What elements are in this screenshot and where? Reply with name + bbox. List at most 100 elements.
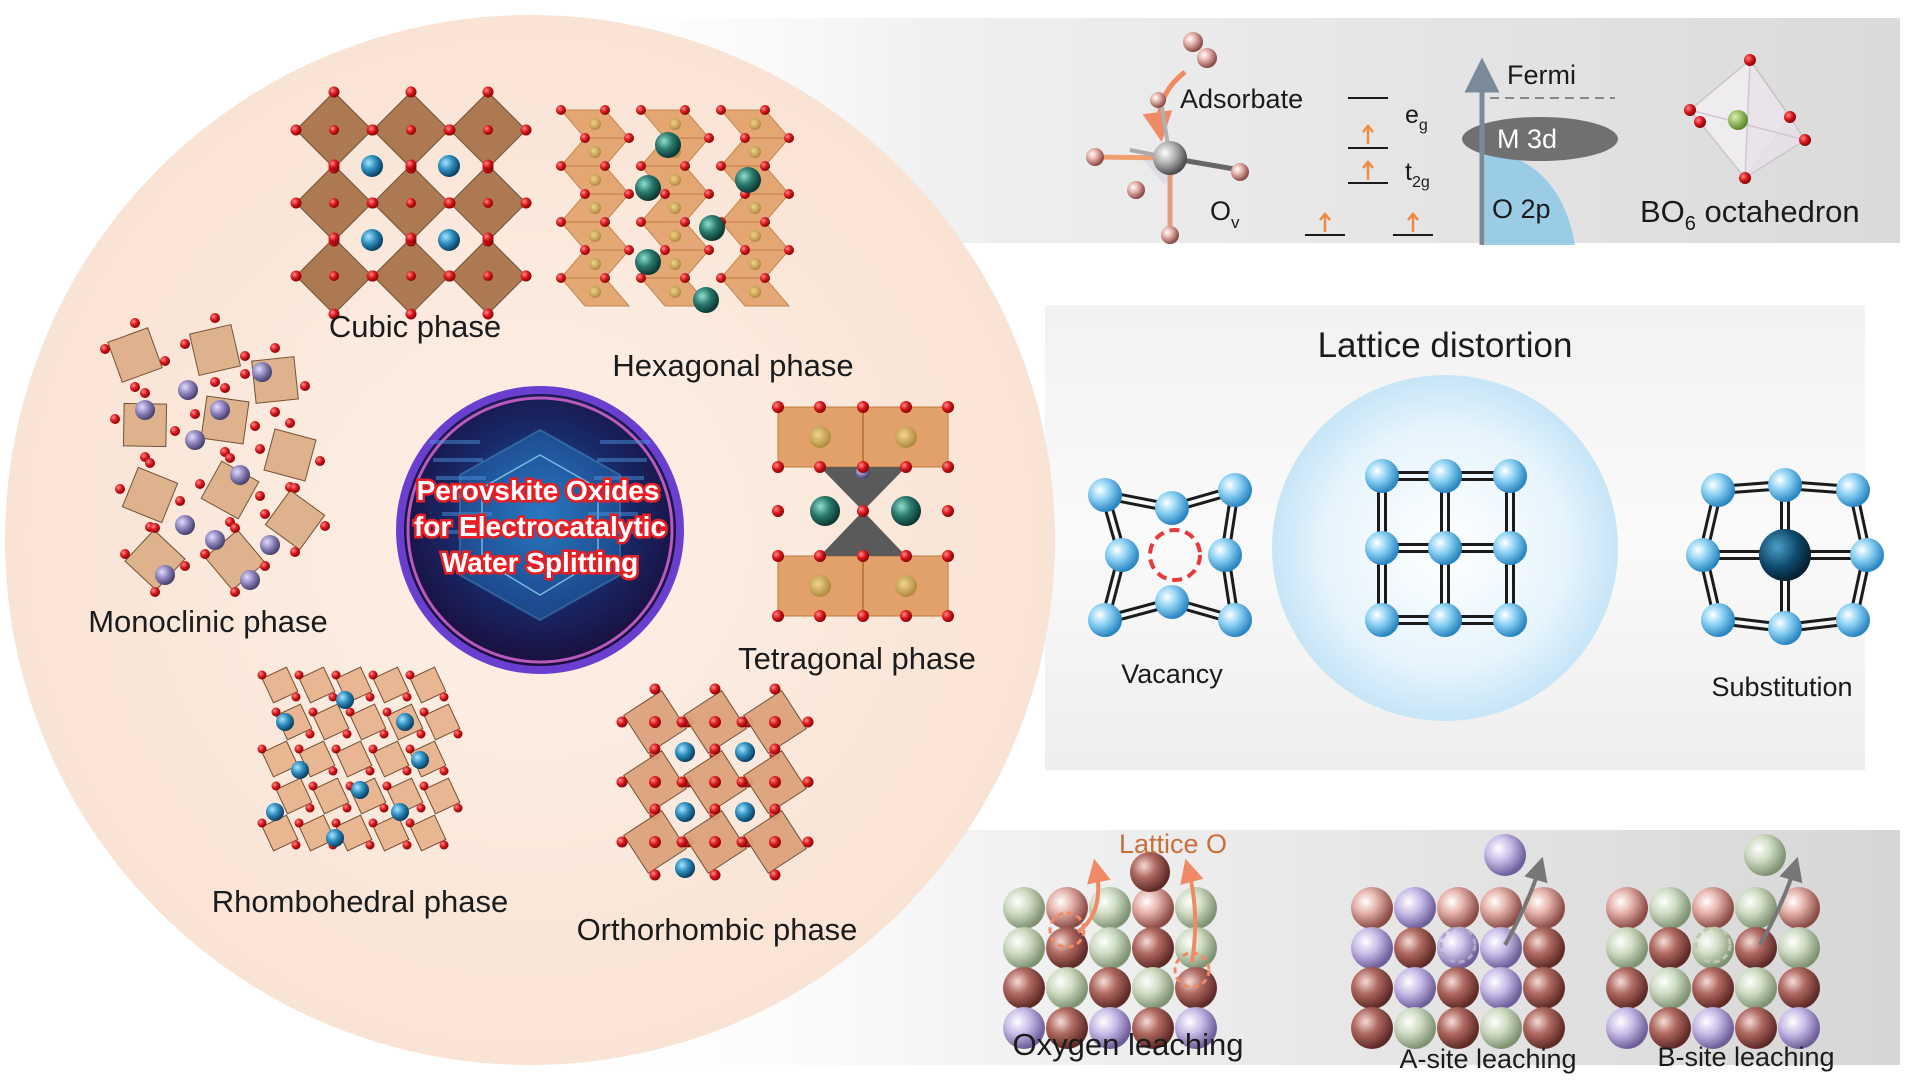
slab-atom	[1692, 1007, 1734, 1049]
slab-atom	[1778, 1007, 1820, 1049]
hexagonal-oxygen-atom	[600, 217, 610, 227]
monoclinic-a-site-atom	[155, 565, 175, 585]
hexagonal-oxygen-atom	[680, 217, 690, 227]
monoclinic-oxygen-atom	[250, 421, 260, 431]
tetragonal-b-site-atom	[809, 426, 831, 448]
monoclinic-oxygen-atom	[290, 483, 300, 493]
monoclinic-oxygen-atom	[130, 318, 140, 328]
lattice-atom	[1768, 611, 1802, 645]
lattice-atom	[1365, 603, 1399, 637]
b-site-vacancy	[1694, 926, 1732, 964]
oxygen-atom	[1150, 92, 1166, 108]
rhombohedral-oxygen-atom	[331, 670, 341, 680]
hexagonal-b-site-atom	[669, 258, 681, 270]
rhombohedral-a-site-atom	[351, 781, 369, 799]
rhombohedral-oxygen-atom	[405, 818, 415, 828]
hexagonal-oxygen-atom	[704, 245, 714, 255]
slab-atom	[1003, 887, 1045, 929]
monoclinic-octahedron	[121, 466, 179, 524]
monoclinic-oxygen-atom	[260, 509, 270, 519]
tetragonal-oxygen-atom	[772, 401, 784, 413]
badge-line	[442, 512, 492, 516]
tetragonal-oxygen-atom	[942, 461, 954, 473]
o2p-band	[1485, 150, 1575, 245]
cubic-oxygen-atom	[329, 125, 339, 135]
tetragonal-oxygen-atom	[900, 550, 912, 562]
badge-line	[436, 476, 486, 480]
hexagonal-b-site-atom	[749, 146, 761, 158]
lattice-atom	[1218, 473, 1252, 507]
octahedron-oxygen-atom	[1694, 116, 1706, 128]
rhombohedral-phase-label: Rhombohedral phase	[212, 884, 508, 919]
rhombohedral-oxygen-atom	[308, 707, 318, 717]
electronic-structure	[1086, 32, 1811, 245]
orthorhombic-oxygen-atom	[649, 836, 661, 848]
hexagonal-a-site-atom	[693, 287, 719, 313]
slab-atom	[1735, 927, 1777, 969]
hexagonal-b-site-atom	[669, 174, 681, 186]
orthorhombic-oxygen-atom	[709, 683, 721, 695]
rhombohedral-oxygen-atom	[305, 803, 315, 813]
rhombohedral-a-site-atom	[276, 713, 294, 731]
monoclinic-oxygen-atom	[230, 523, 240, 533]
a-site-vacancy	[1439, 926, 1477, 964]
center-title-line-1: Perovskite Oxides	[417, 475, 660, 506]
hexagonal-oxygen-atom	[716, 105, 726, 115]
orthorhombic-oxygen-atom	[802, 836, 814, 848]
rhombohedral-octahedron	[349, 703, 387, 741]
hexagonal-oxygen-atom	[556, 217, 566, 227]
rhombohedral-octahedron	[261, 740, 299, 778]
orthorhombic-a-site-atom	[675, 858, 695, 878]
hexagonal-oxygen-atom	[784, 133, 794, 143]
hexagonal-b-site-atom	[749, 286, 761, 298]
slab-atom	[1175, 927, 1217, 969]
slab-atom	[1437, 887, 1479, 929]
badge-hexagon-inner	[481, 454, 599, 596]
tetragonal-oxygen-atom	[857, 401, 869, 413]
tetragonal-oxygen-atom	[857, 610, 869, 622]
leached-oxygen-atom	[1130, 852, 1170, 892]
cubic-a-site-atom	[438, 155, 460, 177]
rhombohedral-octahedron	[423, 703, 461, 741]
monoclinic-oxygen-atom	[255, 444, 265, 454]
substitution-label: Substitution	[1711, 672, 1852, 702]
badge-line	[439, 494, 489, 498]
hexagonal-b-site-atom	[749, 202, 761, 214]
cubic-oxygen-atom	[520, 270, 532, 282]
hexagonal-oxygen-atom	[580, 189, 590, 199]
hexagonal-b-site-atom	[589, 258, 601, 270]
monoclinic-oxygen-atom	[200, 549, 210, 559]
hexagonal-a-site-atom	[699, 215, 725, 241]
badge-line	[600, 440, 650, 444]
t2g-label: t2g	[1405, 158, 1430, 191]
oxygen-vacancy-site	[1173, 951, 1211, 989]
hexagonal-a-site-atom	[635, 175, 661, 201]
hexagonal-oxygen-atom	[716, 273, 726, 283]
rhombohedral-oxygen-atom	[291, 692, 301, 702]
monoclinic-octahedron	[188, 323, 242, 377]
rhombohedral-a-site-atom	[291, 761, 309, 779]
lattice-atom	[1155, 585, 1189, 619]
hexagonal-b-site-atom	[589, 146, 601, 158]
hexagonal-oxygen-atom	[760, 217, 770, 227]
adsorbate-atom	[1197, 48, 1217, 68]
slab-atom	[1132, 1007, 1174, 1049]
tetragonal-b-site-atom	[809, 575, 831, 597]
o2p-label: O 2p	[1492, 194, 1551, 224]
orthorhombic-oxygen-atom	[616, 776, 628, 788]
orthorhombic-oxygen-atom	[676, 836, 688, 848]
orthorhombic-oxygen-atom	[649, 743, 661, 755]
monoclinic-phase-label: Monoclinic phase	[88, 604, 328, 639]
cubic-oxygen-atom	[328, 159, 340, 171]
cubic-oxygen-atom	[482, 86, 494, 98]
oxygen-vacancy-site	[1048, 911, 1086, 949]
lattice-atom	[1850, 538, 1884, 572]
lattice-atom	[1836, 473, 1870, 507]
tetragonal-b-site-atom	[895, 575, 917, 597]
rhombohedral-oxygen-atom	[257, 670, 267, 680]
cubic-oxygen-atom	[405, 159, 417, 171]
hexagonal-oxygen-atom	[636, 217, 646, 227]
tetragonal-oxygen-atom	[857, 505, 869, 517]
slab-atom	[1692, 927, 1734, 969]
